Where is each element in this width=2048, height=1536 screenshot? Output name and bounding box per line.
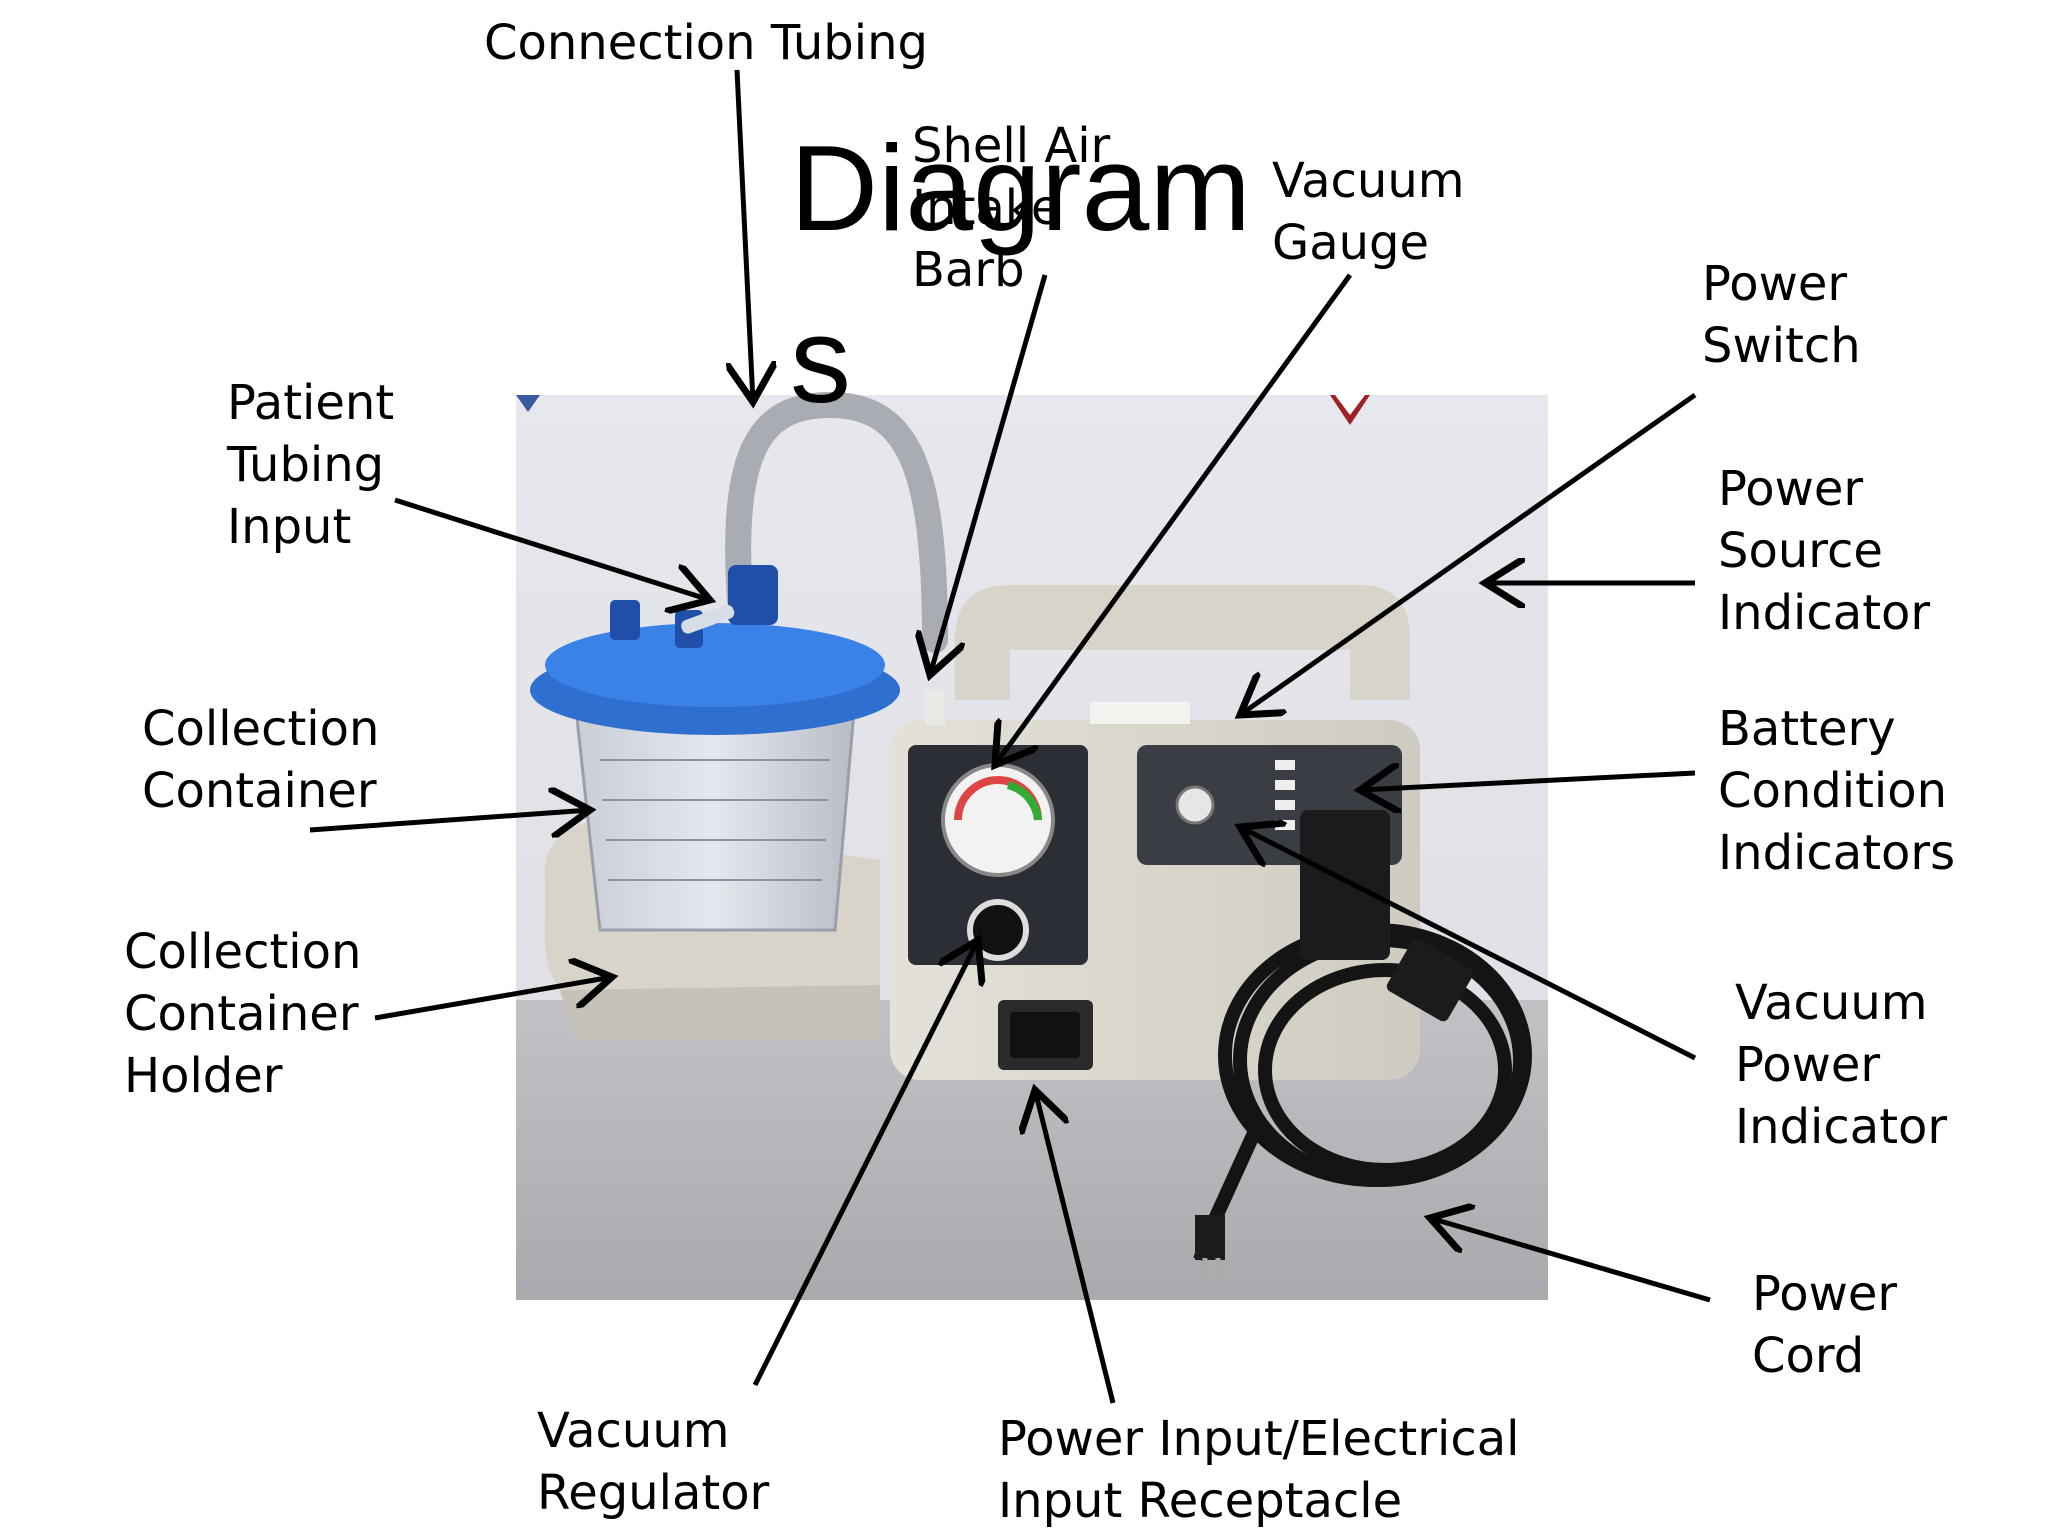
arrow-vacuum-power-indicator [1240,827,1697,1061]
label-power-switch: Power Switch [1702,256,1861,374]
label-vacuum-regulator: Vacuum Regulator [537,1403,770,1521]
arrow-connection-tubing [737,69,753,402]
arrow-patient-tubing-input [394,497,710,600]
arrow-power-cord [1430,1218,1711,1303]
label-patient-tubing-input: Patient Tubing Input [227,375,395,555]
collection-jar [530,565,900,932]
arrow-collection-container-holder [374,977,612,1021]
label-power-cord: Power Cord [1752,1266,1898,1384]
arrow-collection-container [309,810,590,830]
label-shell-air-intake-barb: Shell Air Intake Barb [912,118,1111,298]
label-collection-container: Collection Container [142,701,380,819]
arrow-vacuum-regulator [752,940,978,1387]
arrow-power-switch [1240,392,1697,715]
arrow-battery-condition-indicators [1360,773,1696,790]
label-power-input: Power Input/Electrical Input Receptacle [998,1411,1520,1529]
label-collection-container-holder: Collection Container Holder [124,924,362,1104]
label-vacuum-power-indicator: Vacuum Power Indicator [1735,975,1948,1155]
suction-unit-body [890,585,1420,1080]
label-battery-condition-indicators: Battery Condition Indicators [1718,701,1956,881]
arrow-vacuum-gauge [995,273,1353,765]
label-power-source-indicator: Power Source Indicator [1718,461,1931,641]
diagram-title: Diagrams [790,120,1252,428]
arrow-power-input [1035,1090,1116,1404]
connection-tube [725,391,948,653]
label-vacuum-gauge: Vacuum Gauge [1272,153,1465,271]
label-connection-tubing: Connection Tubing [484,15,928,71]
arrow-shell-air-intake-barb [930,274,1048,675]
